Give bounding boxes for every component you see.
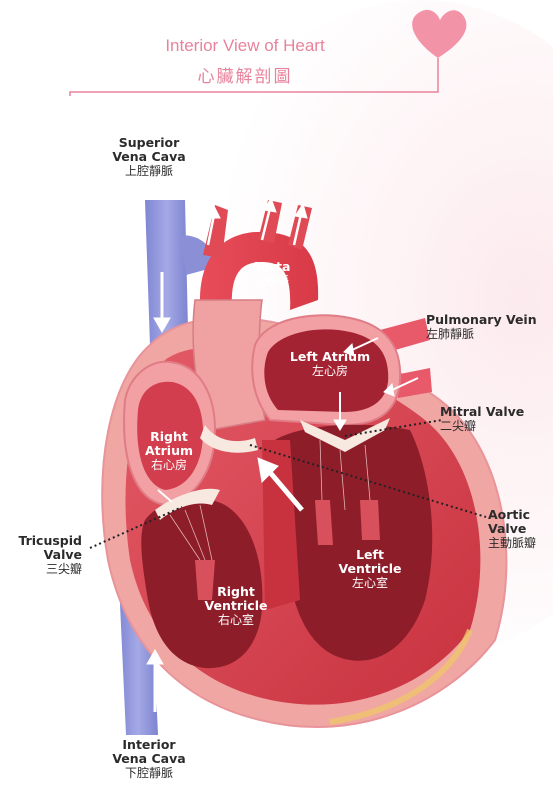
label-left-ventricle: Left Ventricle 左心室 (330, 548, 410, 590)
label-aortic-valve: Aortic Valve 主動脈瓣 (488, 508, 536, 550)
label-tricuspid-valve: Tricuspid Valve 三尖瓣 (8, 534, 82, 576)
label-pulmonary-vein: Pulmonary Vein 左肺靜脈 (426, 313, 537, 341)
label-right-ventricle: Right Ventricle 右心室 (196, 585, 276, 627)
label-right-atrium: Right Atrium 右心房 (136, 430, 202, 472)
label-left-atrium: Left Atrium 左心房 (280, 350, 380, 378)
label-superior-vena-cava: Superior Vena Cava 上腔靜脈 (104, 136, 194, 178)
label-aorta: Aorta 主動脈 (236, 260, 306, 288)
label-inferior-vena-cava: Interior Vena Cava 下腔靜脈 (104, 738, 194, 780)
papillary-muscle-left-2 (360, 500, 380, 540)
label-mitral-valve: Mitral Valve 二尖瓣 (440, 405, 524, 433)
papillary-muscle-left-1 (315, 500, 333, 545)
